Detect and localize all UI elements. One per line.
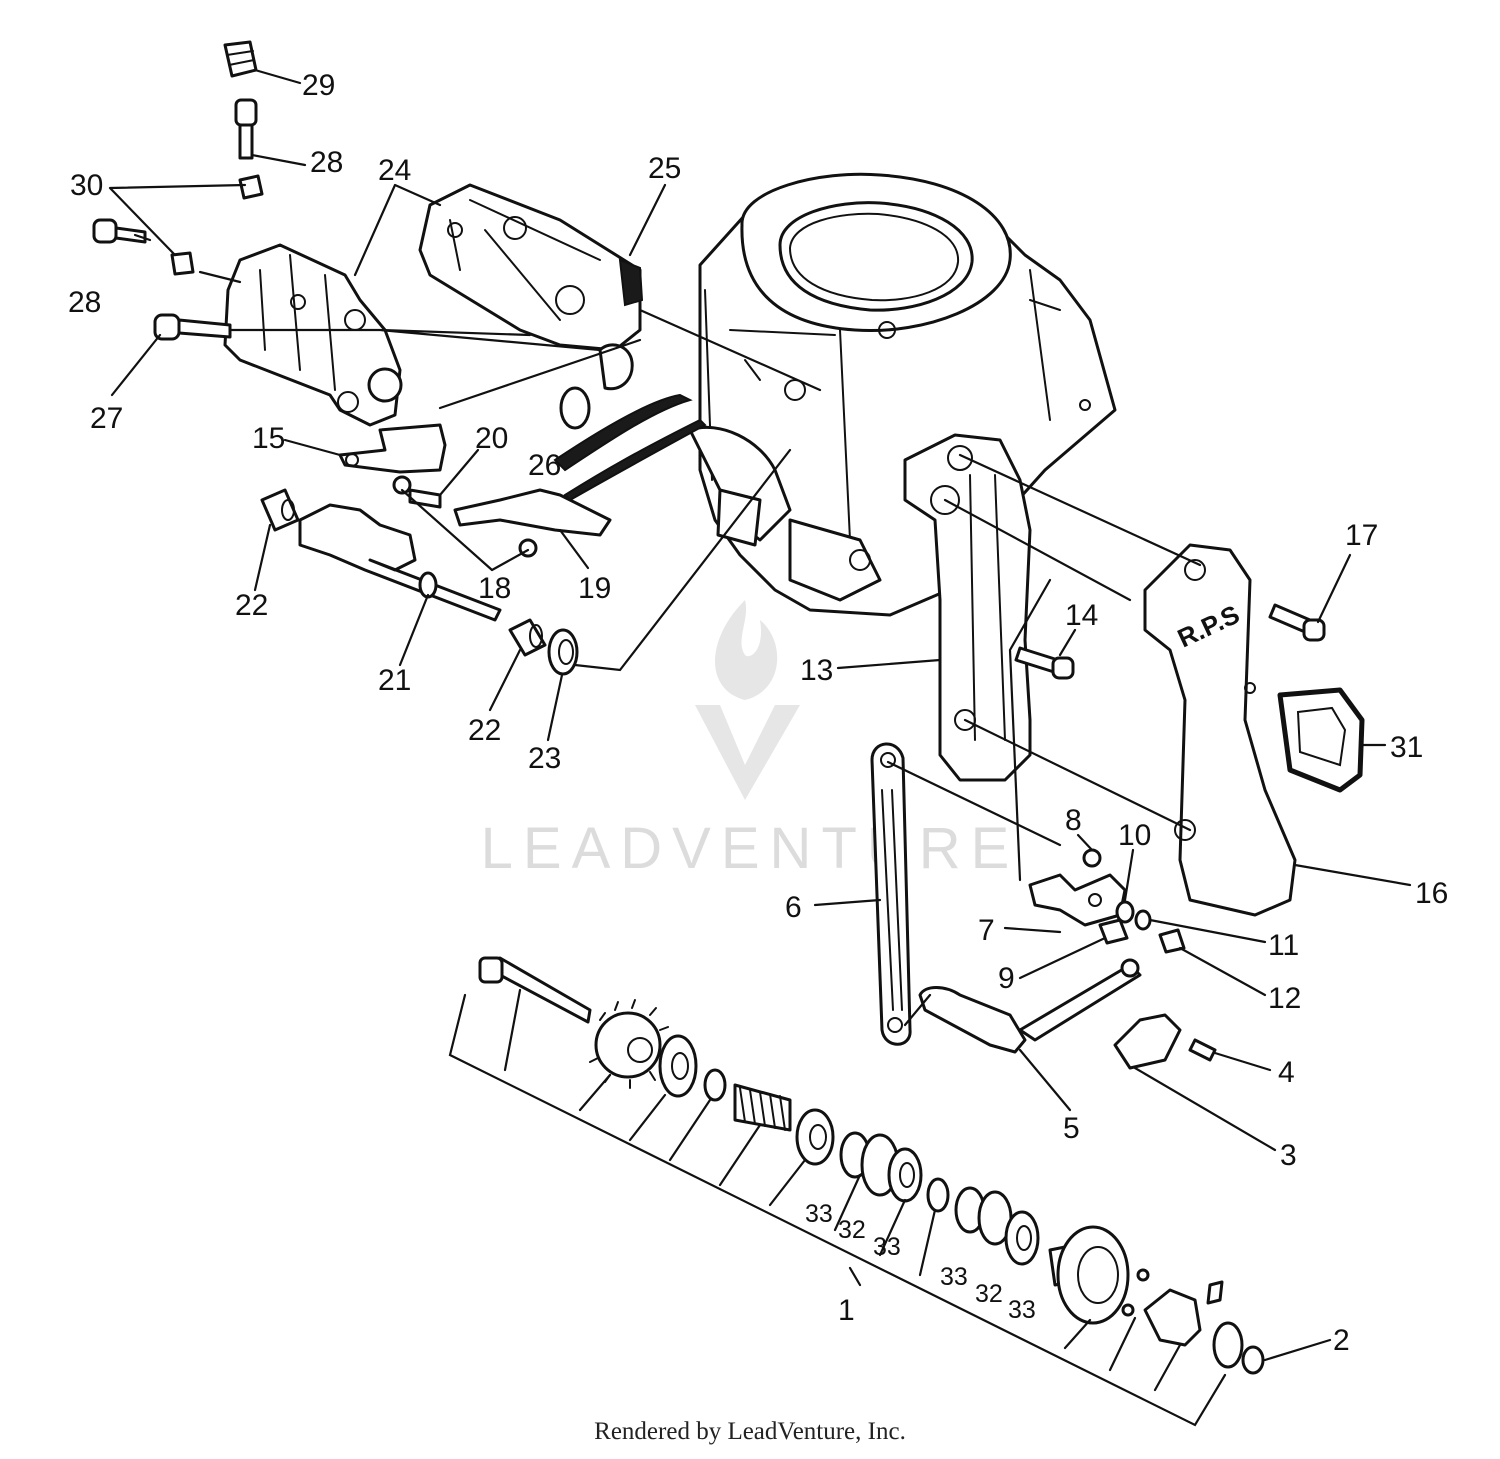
callout-21: 21	[378, 664, 411, 697]
callout-33-c: 33	[940, 1263, 968, 1291]
callout-14: 14	[1065, 599, 1098, 632]
callout-28-lower: 28	[68, 286, 101, 319]
part-6-link-rod	[870, 742, 912, 1046]
watermark-text: LEADVENTURE	[481, 816, 1020, 881]
part-31-gasket	[1277, 687, 1365, 793]
part-22-bushing-left	[260, 488, 300, 532]
watermark-v-icon	[695, 705, 800, 800]
part-15-lever	[338, 423, 447, 474]
part-12-nut	[1158, 928, 1186, 954]
part-1-shaft-assembly	[478, 956, 1265, 1375]
part-24-housing-left	[223, 243, 403, 427]
part-21-shaft	[298, 503, 502, 622]
leader-lines	[108, 68, 1412, 1427]
sprocket	[589, 999, 669, 1089]
callout-9: 9	[998, 962, 1015, 995]
callout-4: 4	[1278, 1056, 1295, 1089]
callout-33-b: 33	[873, 1233, 901, 1261]
callout-33-d: 33	[1008, 1296, 1036, 1324]
part-13-bracket	[903, 433, 1032, 782]
callout-24: 24	[378, 154, 411, 187]
part-7-plate	[1028, 873, 1127, 927]
callout-18: 18	[478, 572, 511, 605]
callout-10: 10	[1118, 819, 1151, 852]
callout-27: 27	[90, 402, 123, 435]
callout-33-a: 33	[805, 1200, 833, 1228]
callout-19: 19	[578, 572, 611, 605]
part-30-nut-lower	[170, 251, 195, 276]
callout-11: 11	[1268, 929, 1299, 962]
part-4-screw	[1188, 1038, 1217, 1062]
callout-22-right: 22	[468, 714, 501, 747]
spring	[733, 1083, 792, 1132]
part-28-bolt-lower	[92, 218, 147, 244]
callout-12: 12	[1268, 982, 1301, 1015]
callout-3: 3	[1280, 1139, 1297, 1172]
part-19-arm	[453, 393, 707, 558]
part-11-washer	[1134, 909, 1152, 931]
part-28-bolt-upper	[234, 98, 258, 160]
part-3-bracket	[1113, 1013, 1182, 1070]
pulley	[1048, 1225, 1130, 1325]
part-10-washer	[1115, 900, 1135, 924]
part-8-pin	[1082, 848, 1102, 868]
callout-17: 17	[1345, 519, 1378, 552]
leadventure-watermark: LEADVENTURE	[481, 600, 1020, 881]
part-22-bushing-right	[508, 618, 547, 657]
part-14-bolt	[1014, 646, 1075, 680]
part-26-o-ring	[559, 386, 591, 430]
callout-8: 8	[1065, 804, 1082, 837]
callout-23: 23	[528, 742, 561, 775]
callout-5: 5	[1063, 1112, 1080, 1145]
callout-20: 20	[475, 422, 508, 455]
callout-2: 2	[1333, 1324, 1350, 1357]
callout-25: 25	[648, 152, 681, 185]
callout-30: 30	[70, 169, 103, 202]
callout-32-a: 32	[838, 1216, 866, 1244]
cylinder	[688, 172, 1117, 617]
callout-13: 13	[800, 654, 833, 687]
callout-22-left: 22	[235, 589, 268, 622]
callout-15: 15	[252, 422, 285, 455]
part-29-nut	[223, 40, 258, 78]
callout-7: 7	[978, 914, 995, 947]
part-23-seal	[547, 628, 579, 676]
part-27-bolt	[153, 313, 232, 341]
callout-26: 26	[528, 449, 561, 482]
part-30-nut-upper	[238, 174, 264, 200]
part-16-rps-housing: R.P.S	[1143, 543, 1297, 917]
callout-28-upper: 28	[310, 146, 343, 179]
callout-31: 31	[1390, 731, 1423, 764]
part-17-bolt	[1268, 603, 1326, 642]
callout-1: 1	[838, 1294, 855, 1327]
part-5-arm	[918, 958, 1142, 1054]
callout-6: 6	[785, 891, 802, 924]
part-24-housing-right	[418, 183, 644, 391]
callout-29: 29	[302, 69, 335, 102]
footer-credit: Rendered by LeadVenture, Inc.	[594, 1418, 906, 1445]
watermark-flame-icon	[715, 600, 778, 700]
callout-32-b: 32	[975, 1280, 1003, 1308]
callout-16: 16	[1415, 877, 1448, 910]
callouts: 29 28 30 28 27 24 25 26 15 20 18 19 22 2…	[68, 69, 1448, 1357]
